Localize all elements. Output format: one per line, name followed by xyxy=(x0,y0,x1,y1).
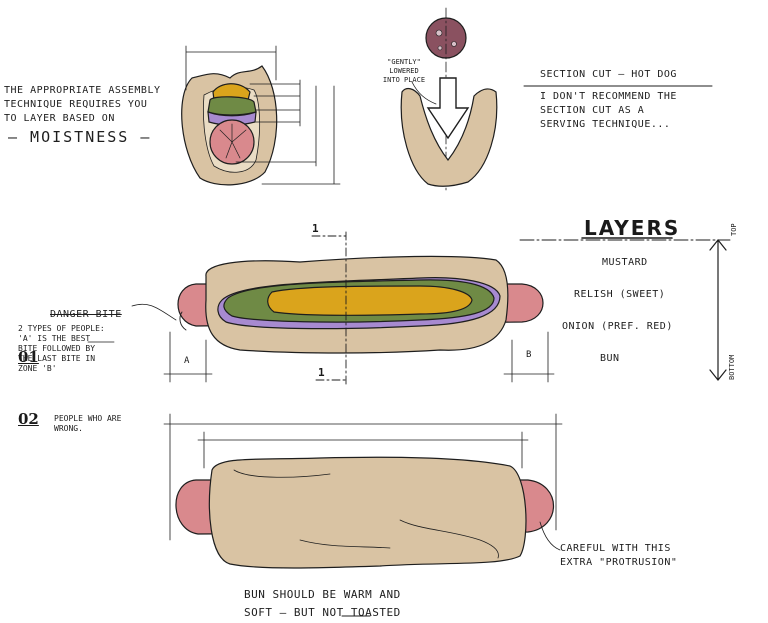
layers-title: LAYERS xyxy=(584,216,681,240)
section-sausage-pattern-2 xyxy=(451,41,457,47)
gently-leader xyxy=(411,81,437,105)
hotdog-closed-view xyxy=(163,413,563,569)
layers-item-rules xyxy=(559,269,701,367)
two-types-note: 2 TYPES OF PEOPLE: 'A' IS THE BEST BITE … xyxy=(18,324,105,373)
assembly-note: THE APPROPRIATE ASSEMBLY TECHNIQUE REQUI… xyxy=(4,85,161,124)
careful-leader xyxy=(539,521,561,551)
end-view-section xyxy=(181,45,341,186)
wrong-note: PEOPLE WHO ARE WRONG. xyxy=(54,414,122,433)
plan-mustard xyxy=(267,285,473,316)
danger-note: DANGER BITE xyxy=(50,309,122,320)
danger-leader xyxy=(131,303,177,321)
layers-axis xyxy=(709,239,727,381)
plan-sausage-tip xyxy=(179,311,187,331)
label-02: 02 xyxy=(18,410,39,428)
layer-bun: BUN xyxy=(600,353,620,364)
plan-zone-dims xyxy=(163,331,555,383)
closed-dims xyxy=(163,413,563,541)
end-view-dims xyxy=(185,45,341,185)
layers-bottom-label: BOTTOM xyxy=(728,354,736,380)
section-cut-view xyxy=(400,7,498,191)
section-sausage-pattern-1 xyxy=(435,29,443,37)
section-bun xyxy=(400,87,498,187)
section-sausage-pattern-3 xyxy=(437,45,443,51)
label-01: 01 xyxy=(18,348,39,366)
end-view-onion xyxy=(207,111,257,126)
moistness-note: — MOISTNESS — xyxy=(8,128,152,146)
plan-section-line xyxy=(311,231,347,387)
careful-note: CAREFUL WITH THIS EXTRA "PROTRUSION" xyxy=(560,543,678,568)
bun-note: BUN SHOULD BE WARM AND SOFT — BUT NOT TO… xyxy=(244,588,401,619)
section-marker-bottom: 1 xyxy=(318,366,325,379)
end-view-relish xyxy=(207,96,257,116)
section-marker-top: 1 xyxy=(312,222,319,235)
section-down-arrow xyxy=(426,77,470,140)
closed-bun xyxy=(208,456,527,569)
layer-mustard: MUSTARD xyxy=(602,257,648,268)
section-title: SECTION CUT — HOT DOG xyxy=(540,69,677,80)
layer-onion: ONION (PREF. RED) xyxy=(562,321,673,332)
zone-b-label: B xyxy=(526,350,532,360)
layers-top-label: TOP xyxy=(730,223,738,236)
gently-note: "GENTLY" LOWERED INTO PLACE xyxy=(382,58,426,84)
layers-legend xyxy=(519,237,731,381)
layer-relish: RELISH (SWEET) xyxy=(574,289,666,300)
zone-a-label: A xyxy=(184,356,190,366)
hotdog-plan-view xyxy=(131,231,555,387)
closed-bun-folds xyxy=(233,469,499,559)
end-view-sausage-lines xyxy=(219,123,247,159)
section-note: I DON'T RECOMMEND THE SECTION CUT AS A S… xyxy=(540,91,677,130)
